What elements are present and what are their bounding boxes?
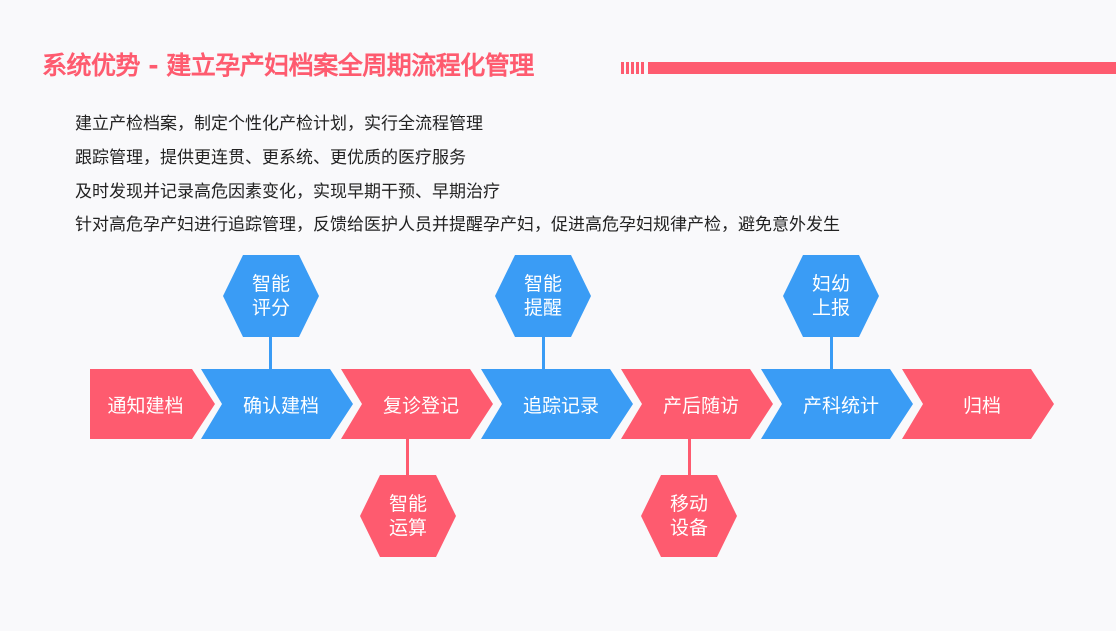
feature-smart-reminder: 智能提醒 — [495, 255, 591, 337]
feature-text: 智能 — [251, 273, 290, 295]
step-archive: 归档 — [902, 369, 1054, 439]
connector — [830, 336, 833, 370]
feature-smart-compute: 智能运算 — [360, 475, 456, 557]
feature-text: 移动 — [669, 493, 708, 515]
page-title: 系统优势 - 建立孕产妇档案全周期流程化管理 — [42, 51, 534, 80]
connector — [406, 438, 409, 476]
step-revisit: 复诊登记 — [341, 369, 493, 439]
step-postpartum: 产后随访 — [621, 369, 773, 439]
feature-text: 提醒 — [523, 297, 562, 319]
feature-text: 评分 — [251, 297, 290, 319]
advantage-line: 针对高危孕产妇进行追踪管理，反馈给医护人员并提醒孕产妇，促进高危孕妇规律产检，避… — [75, 215, 840, 235]
feature-text: 智能 — [523, 273, 562, 295]
connector — [269, 336, 272, 370]
feature-text: 上报 — [811, 297, 850, 319]
step-notify: 通知建档 — [90, 369, 215, 439]
feature-mobile-device: 移动设备 — [641, 475, 737, 557]
advantage-line: 跟踪管理，提供更连贯、更系统、更优质的医疗服务 — [75, 148, 466, 168]
feature-text: 妇幼 — [811, 273, 850, 295]
feature-text: 设备 — [669, 517, 708, 539]
step-tracking: 追踪记录 — [481, 369, 633, 439]
title-stripes — [621, 62, 645, 74]
feature-smart-scoring: 智能评分 — [223, 255, 319, 337]
connector — [542, 336, 545, 370]
step-statistics: 产科统计 — [761, 369, 913, 439]
step-confirm: 确认建档 — [201, 369, 353, 439]
feature-report: 妇幼上报 — [783, 255, 879, 337]
connector — [688, 438, 691, 476]
feature-text: 智能 — [388, 493, 427, 515]
advantage-line: 建立产检档案，制定个性化产检计划，实行全流程管理 — [75, 114, 483, 134]
feature-text: 运算 — [388, 517, 427, 539]
title-bar — [648, 62, 1116, 74]
advantage-line: 及时发现并记录高危因素变化，实现早期干预、早期治疗 — [75, 182, 500, 202]
